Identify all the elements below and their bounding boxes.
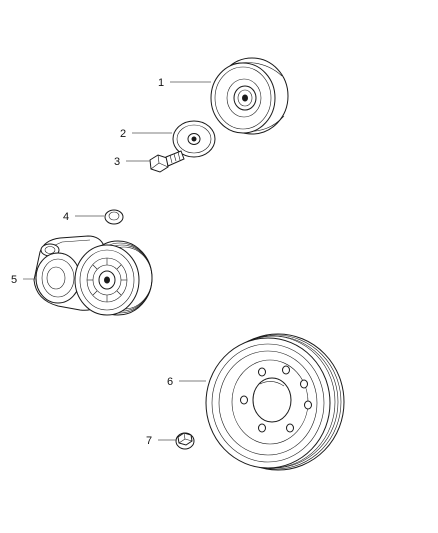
callout-2: 2 [120,128,126,140]
pulley-shield-part-2[interactable] [172,120,216,158]
idler-pulley-part-1[interactable] [210,57,289,135]
callout-1: 1 [158,77,164,89]
belt-tensioner-part-5[interactable] [33,235,153,316]
crankshaft-damper-part-6[interactable] [205,333,345,471]
callout-4: 4 [63,211,69,223]
damper-bolt-part-7[interactable] [175,432,195,450]
callout-5: 5 [11,274,17,286]
callout-7: 7 [146,435,152,447]
callout-6: 6 [167,376,173,388]
callout-3: 3 [114,156,120,168]
cap-part-4[interactable] [104,209,124,225]
bolt-part-3[interactable] [149,150,185,173]
